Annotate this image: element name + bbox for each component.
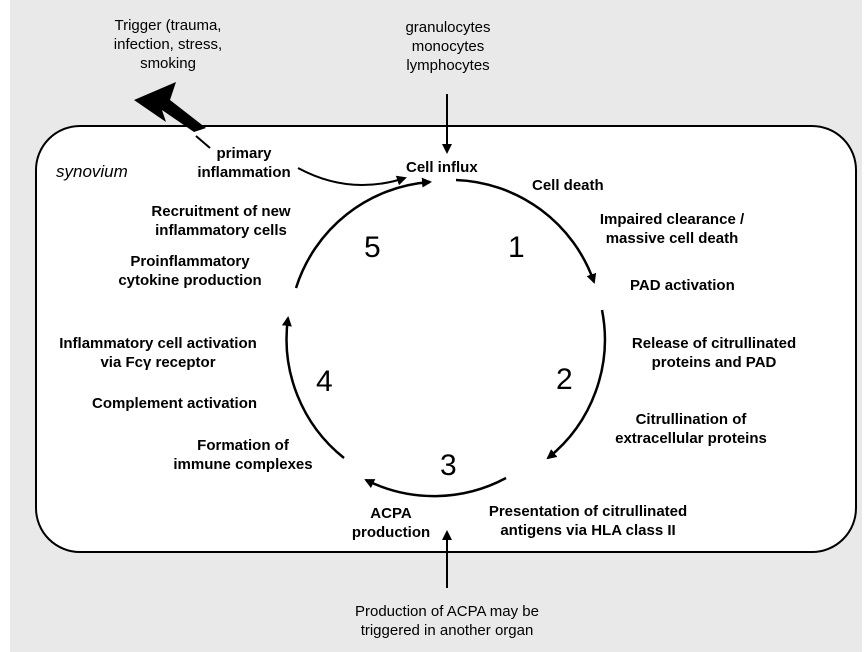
primary-inflammation-arrow <box>297 167 407 187</box>
complement-activation-label: Complement activation <box>92 395 258 412</box>
lightning-bolt-icon <box>134 82 206 132</box>
trigger-label: Trigger (trauma,infection, stress,smokin… <box>113 17 223 72</box>
cycle-arc-4 <box>281 316 345 459</box>
stage-number-5: 5 <box>364 231 381 264</box>
cycle-arc-3 <box>364 476 507 498</box>
impaired-clearance-label: Impaired clearance /massive cell death <box>599 211 745 247</box>
cycle-arc-2 <box>546 309 607 460</box>
stage-number-2: 2 <box>556 363 573 396</box>
cell-influx-label: Cell influx <box>406 159 478 176</box>
trigger-arrow <box>195 135 211 149</box>
cycle-arc-5 <box>294 177 432 289</box>
stage-number-1: 1 <box>508 231 525 264</box>
cycle-arc-1 <box>455 178 597 284</box>
pad-activation-label: PAD activation <box>630 277 735 294</box>
stage-number-4: 4 <box>316 365 333 398</box>
cell-death-label: Cell death <box>532 177 604 194</box>
synovium-label: synovium <box>56 162 128 181</box>
stage-number-3: 3 <box>440 449 457 482</box>
